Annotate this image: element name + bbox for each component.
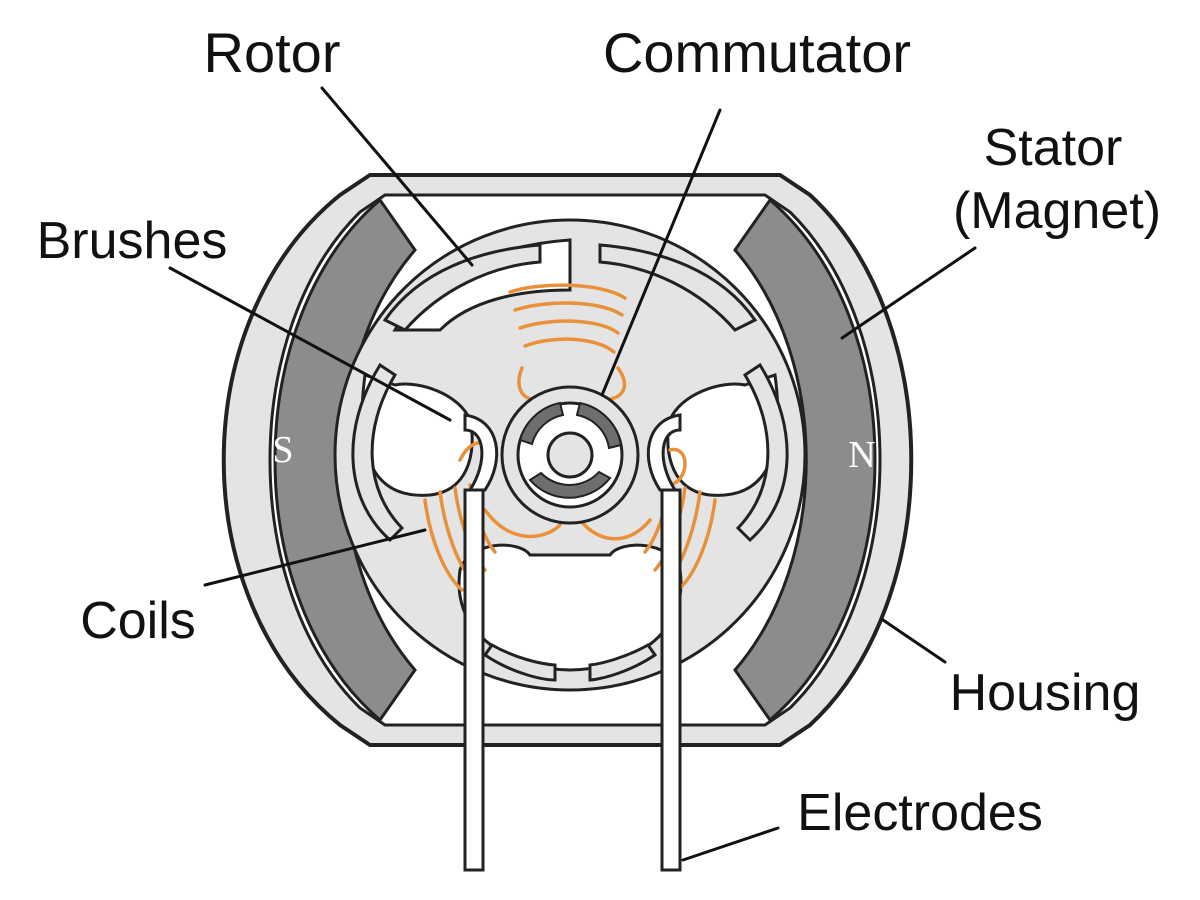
- leader-electrodes: [681, 826, 780, 862]
- leader-housing: [881, 618, 947, 664]
- label-coils: Coils: [80, 592, 196, 650]
- leader-lines: [168, 86, 977, 862]
- leader-stator: [840, 246, 977, 340]
- commutator: [500, 385, 640, 525]
- label-electrodes: Electrodes: [797, 784, 1043, 842]
- stator-magnet-north: [733, 197, 877, 723]
- leader-coils: [203, 528, 427, 587]
- label-housing: Housing: [950, 664, 1141, 722]
- leader-rotor: [320, 86, 474, 267]
- electrode-right: [660, 488, 682, 872]
- leader-commutator: [600, 108, 722, 397]
- leader-brushes: [168, 266, 452, 422]
- label-commutator: Commutator: [603, 21, 911, 84]
- label-rotor: Rotor: [204, 21, 341, 84]
- label-brushes: Brushes: [37, 212, 228, 270]
- pole-north-label: N: [848, 434, 875, 476]
- electrodes: [463, 488, 682, 872]
- label-stator-line2: (Magnet): [953, 182, 1161, 240]
- electrode-left: [463, 488, 485, 872]
- pole-south-label: S: [272, 429, 293, 471]
- label-stator-line1: Stator: [984, 119, 1123, 177]
